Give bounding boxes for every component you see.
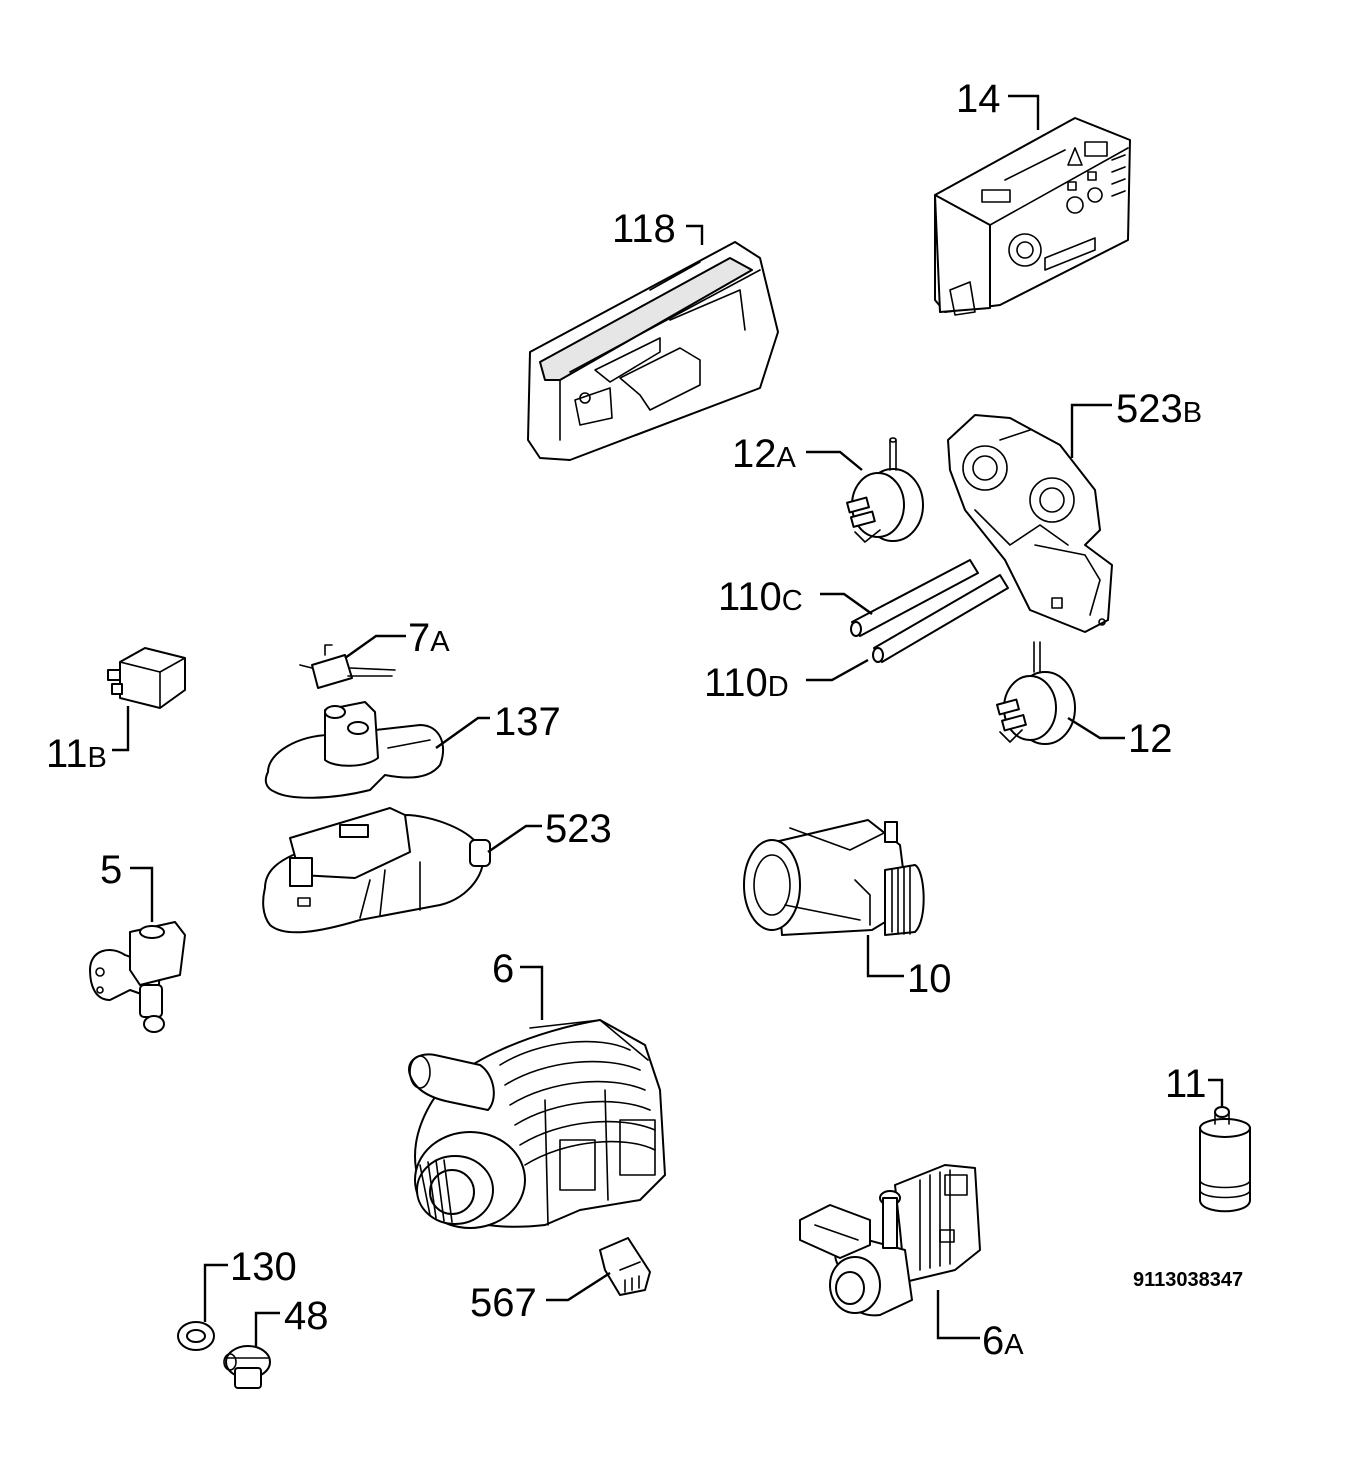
leader-110d [806,658,869,682]
leader-6 [520,965,544,1020]
callout-10: 10 [907,957,952,1001]
leader-523 [487,824,542,853]
callout-567: 567 [470,1281,537,1325]
callout-130: 130 [230,1245,297,1289]
leader-137 [435,716,490,749]
callout-110c: 110C [718,575,803,619]
part-12-pressure-switch [996,641,1076,745]
part-523b-sensor-assembly [947,414,1113,633]
leader-11 [1208,1078,1224,1106]
part-14-control-module [934,117,1131,316]
callout-12a: 12A [732,432,797,476]
leader-12a [806,450,863,471]
leader-7a [344,634,406,659]
leader-118 [686,224,704,245]
callout-48: 48 [284,1294,329,1338]
callout-523b: 523B [1116,387,1202,431]
part-48-plug [223,1345,271,1389]
leader-567 [546,1271,611,1302]
part-137-cover [264,701,445,799]
part-6-circulation-pump [408,1019,666,1229]
part-6a-drain-pump [799,1164,981,1317]
callout-7a: 7A [408,616,450,660]
part-12a-pressure-switch [846,437,924,543]
callout-6: 6 [492,947,514,991]
leader-11b [112,706,130,752]
leader-10 [866,935,904,978]
leader-6a [936,1290,980,1340]
callout-11: 11 [1165,1062,1207,1106]
callout-5: 5 [100,848,122,892]
part-110c-110d-tubes [850,559,1009,663]
callout-6a: 6A [982,1319,1024,1363]
part-130-seal [177,1321,215,1351]
leader-12 [1067,716,1125,740]
part-7a-switch [299,644,396,689]
callout-11b: 11B [46,732,107,776]
part-118-dispenser [527,241,779,461]
callout-14: 14 [956,77,1001,121]
part-11-capacitor [1199,1106,1251,1213]
leader-523b [1070,403,1112,458]
part-5-inlet-valve [89,921,186,1033]
leader-5 [130,866,154,922]
leader-130 [203,1263,228,1322]
part-567-clip [599,1237,651,1296]
leader-110c [820,592,873,615]
callout-12: 12 [1128,717,1173,761]
leader-14 [1008,94,1040,130]
callout-137: 137 [494,700,561,744]
document-number: 9113038347 [1133,1269,1243,1291]
leader-48 [254,1311,280,1346]
callout-523: 523 [545,807,612,851]
part-523-sump [262,807,491,934]
part-10-heater [743,819,925,936]
part-11b-relay [107,647,186,709]
callout-118: 118 [612,207,676,251]
callout-110d: 110D [704,661,789,705]
